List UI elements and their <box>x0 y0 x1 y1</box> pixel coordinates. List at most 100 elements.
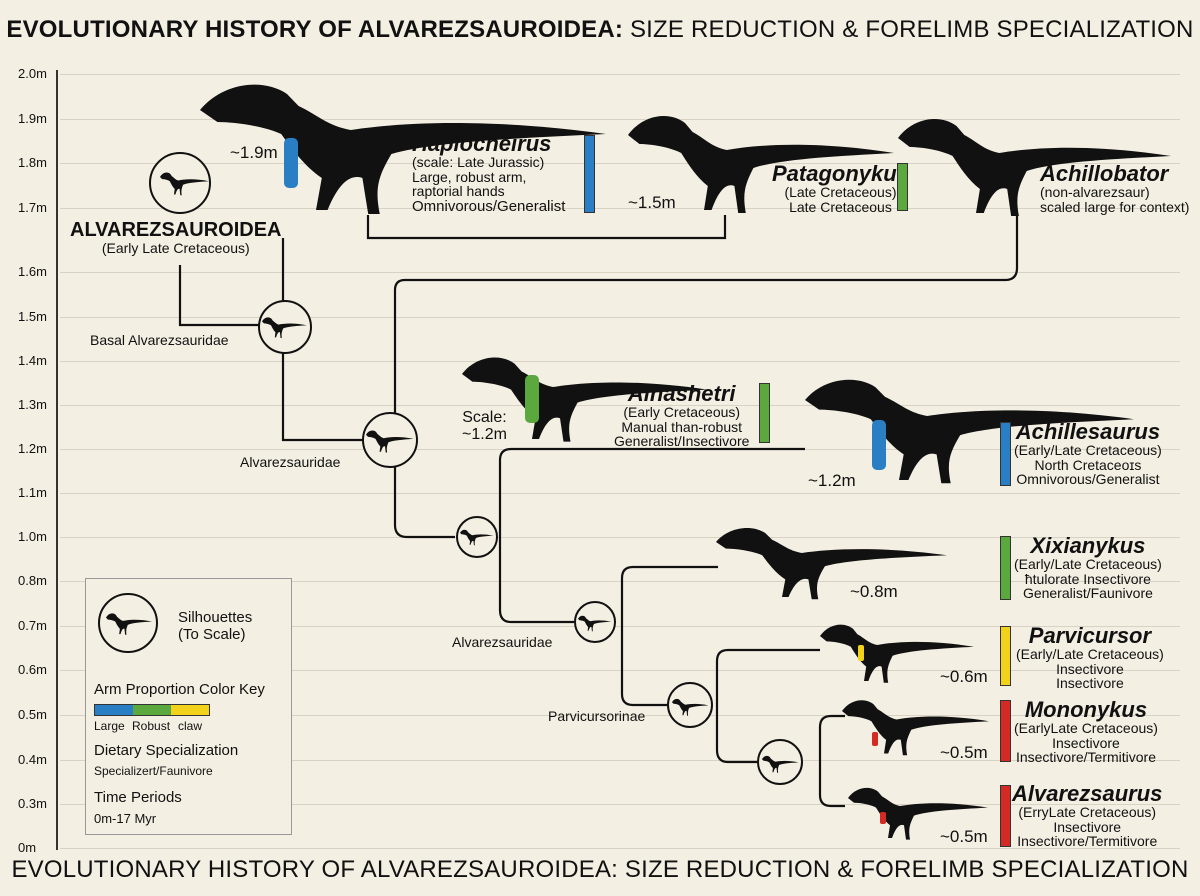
node-label: Alvarezsauridae <box>240 454 341 470</box>
y-tick-label: 0.4m <box>18 752 47 767</box>
size-label: ~1.2m <box>808 471 856 490</box>
size-label: ~0.8m <box>850 582 898 601</box>
legend-time-value: 0m-17 Myr <box>94 811 157 826</box>
legend-arm-key: Arm Proportion Color Key <box>94 681 265 698</box>
taxon-line: Generalist/Faunivore <box>1022 585 1153 602</box>
gridline <box>60 670 1180 671</box>
size-label: ~0.6m <box>940 667 988 686</box>
scale-label: Scale: <box>462 409 507 426</box>
taxon-mononykus[interactable]: Mononykus(EarlyLate Cretaceous)Insectivo… <box>1014 698 1158 765</box>
y-axis <box>56 70 58 850</box>
arm-color-bar <box>759 383 770 443</box>
y-tick-label: 0.7m <box>18 618 47 633</box>
gridline <box>60 272 1180 273</box>
taxon-name: Alnashetri <box>627 381 736 406</box>
taxon-name: Haplocheirus <box>412 131 552 156</box>
taxon-line: Manual than-robust <box>621 418 743 435</box>
node-label: Alvarezsauridae <box>452 634 553 650</box>
y-tick-label: 0.6m <box>18 662 47 677</box>
arm-label: Robust <box>132 719 171 733</box>
taxon-line: Insectivore <box>1053 818 1122 835</box>
taxon-line: Late Cretaceous <box>789 198 892 215</box>
y-tick-label: 1.1m <box>18 485 47 500</box>
legend-diet: Dietary Specialization <box>94 742 239 759</box>
gridline <box>60 208 1180 209</box>
bottom-title: EVOLUTIONARY HISTORY OF ALVAREZSAUROIDEA… <box>11 856 1189 883</box>
legend-text: Silhouettes <box>178 609 253 626</box>
taxon-achillesaurus[interactable]: Achillesaurus(Early/Late Cretaceous)Nort… <box>1014 420 1162 487</box>
arm-color-bar <box>1000 785 1011 847</box>
taxon-line: Large, robust arm, <box>412 168 527 185</box>
legend-diet-value: Specializert/Faunivore <box>94 764 213 778</box>
arm-color-bar <box>1000 536 1011 600</box>
legend: Silhouettes(To Scale) Arm Proportion Col… <box>85 578 292 835</box>
taxon-patagonykus[interactable]: Patagonykus(Late Cretaceous)Late Cretace… <box>772 162 909 214</box>
taxon-line: (Early/Late Cretaceous) <box>1014 556 1162 573</box>
y-tick-label: 1.3m <box>18 397 47 412</box>
taxon-line: Insectivore/Termitivore <box>1015 749 1156 766</box>
taxon-line: Omnivorous/Generalist <box>1016 471 1160 488</box>
taxon-name: Parvicursor <box>1028 623 1152 648</box>
taxon-alnashetri[interactable]: Alnashetri(Early Cretaceous)Manual than-… <box>614 382 749 449</box>
arm-color-bar <box>584 135 595 213</box>
taxon-xixianykus[interactable]: Xixianykus(Early/Late Cretaceous)ħtulora… <box>1014 534 1162 601</box>
arm-label: Large <box>94 719 125 733</box>
taxon-line: (Early/Late Cretaceous) <box>1014 442 1162 459</box>
size-label: Scale:~1.2m <box>462 409 507 444</box>
gridline <box>60 760 1180 761</box>
legend-time: Time Periods <box>94 789 182 806</box>
taxon-alvarezsaurus[interactable]: Alvarezsaurus(ErryLate Cretaceous)Insect… <box>1012 782 1162 849</box>
taxon-line: (Early Cretaceous) <box>623 404 741 421</box>
y-tick-label: 2.0m <box>18 66 47 81</box>
taxon-name: Achillesaurus <box>1015 419 1161 444</box>
taxon-line: (scale: Late Jurassic) <box>412 154 545 171</box>
title-bold: EVOLUTIONARY HISTORY OF ALVAREZSAUROIDEA… <box>6 16 624 43</box>
arm-color-key <box>94 704 210 716</box>
swatch-claw <box>171 705 209 715</box>
legend-silhouettes: Silhouettes(To Scale) <box>178 609 252 644</box>
taxon-parvicursor[interactable]: Parvicursor(Early/Late Cretaceous)Insect… <box>1016 624 1164 691</box>
taxon-line: (Early/Late Cretaceous) <box>1016 646 1164 663</box>
taxon-line: Generalist/Insectivore <box>614 433 750 450</box>
gridline <box>60 317 1180 318</box>
taxon-line: (EarlyLate Cretaceous) <box>1014 720 1158 737</box>
gridline <box>60 361 1180 362</box>
arm-label: claw <box>178 719 203 733</box>
gridline <box>60 405 1180 406</box>
gridline <box>60 74 1180 75</box>
y-tick-label: 1.2m <box>18 441 47 456</box>
y-tick-label: 1.7m <box>18 200 47 215</box>
y-tick-label: 0.3m <box>18 796 47 811</box>
gridline <box>60 537 1180 538</box>
y-tick-label: 1.9m <box>18 111 47 126</box>
legend-text: (To Scale) <box>178 626 246 644</box>
taxon-name: Xixianykus <box>1030 533 1146 558</box>
taxon-line: raptorial hands <box>412 183 505 200</box>
taxon-name: Alvarezsaurus <box>1012 781 1163 806</box>
size-label: ~0.5m <box>940 827 988 846</box>
taxon-haplocheirus[interactable]: Haplocheirus(scale: Late Jurassic)Large,… <box>412 132 565 215</box>
y-tick-label: 1.4m <box>18 353 47 368</box>
y-tick-label: 0m <box>18 840 37 855</box>
gridline <box>60 163 1180 164</box>
taxon-achillobator[interactable]: Achillobator(non-alvarezsaur)scaled larg… <box>1040 162 1189 214</box>
taxon-line: Omnivorous/Generalist <box>412 198 566 216</box>
y-tick-label: 0.8m <box>18 573 47 588</box>
gridline <box>60 848 1180 849</box>
swatch-robust <box>133 705 171 715</box>
taxon-line: Insectivore <box>1052 734 1120 751</box>
y-tick-label: 0.5m <box>18 707 47 722</box>
root-name: ALVAREZSAUROIDEA <box>70 219 282 241</box>
arm-color-bar <box>1000 700 1011 762</box>
xixianykus-silhouette <box>716 528 947 600</box>
silhouette-legend-icon <box>98 593 158 653</box>
taxon-line: Insectivore <box>1056 660 1124 677</box>
y-tick-label: 1.6m <box>18 264 47 279</box>
taxon-line: (non-alvarezsaur) <box>1040 184 1150 201</box>
tree-branches <box>178 215 1019 808</box>
taxon-name: Patagonykus <box>772 161 909 186</box>
gridline <box>60 493 1180 494</box>
taxon-line: (Late Cretaceous) <box>784 184 897 201</box>
taxon-line: (ErryLate Cretaceous) <box>1018 804 1157 821</box>
